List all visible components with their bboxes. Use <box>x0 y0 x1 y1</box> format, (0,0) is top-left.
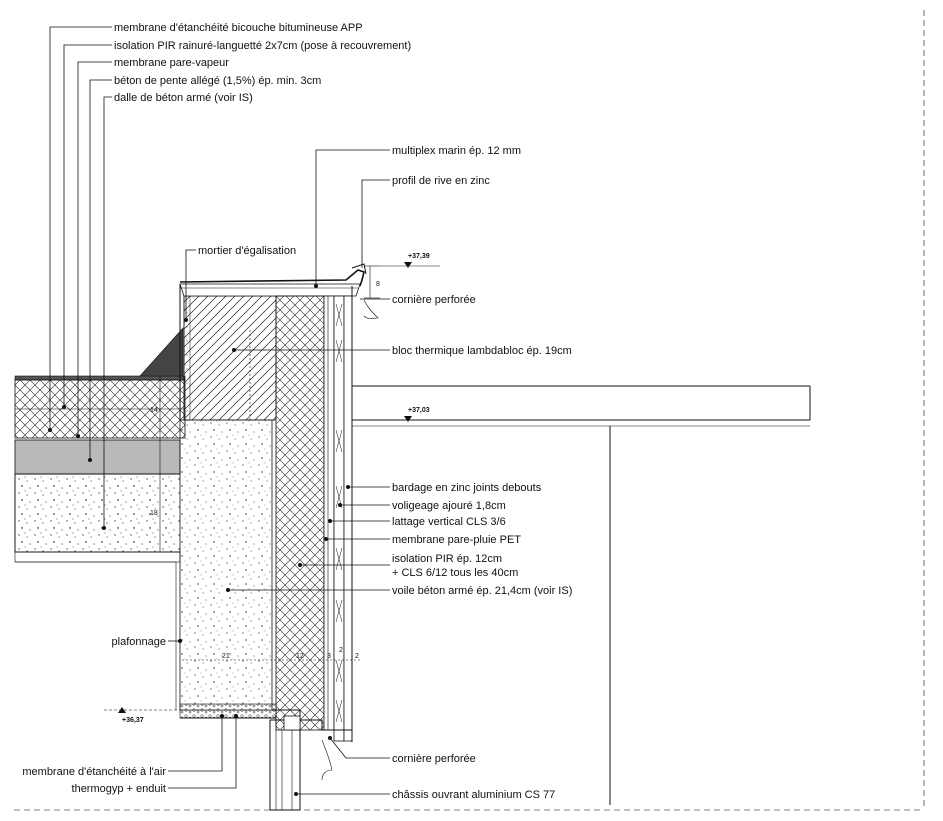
label-voile: voile béton armé ép. 21,4cm (voir IS) <box>392 585 572 597</box>
dim-21: 21 <box>222 653 230 660</box>
labels: membrane d'étanchéité bicouche bitumineu… <box>22 22 572 801</box>
leader-dots <box>48 284 350 796</box>
label-lattage: lattage vertical CLS 3/6 <box>392 516 506 528</box>
label-isolation-wall-1: isolation PIR ép. 12cm <box>392 553 502 565</box>
dim-2b: 2 <box>355 653 359 660</box>
label-bloc-thermique: bloc thermique lambdabloc ép. 19cm <box>392 345 572 357</box>
label-pare-vapeur: membrane pare-vapeur <box>114 57 229 69</box>
level-bottom: +36,37 <box>122 717 144 724</box>
wall-insulation <box>275 295 335 731</box>
level-bottom-icon <box>118 707 126 713</box>
dim-12: 12 <box>296 653 304 660</box>
label-multiplex: multiplex marin ép. 12 mm <box>392 145 521 157</box>
roof-membrane <box>14 375 186 381</box>
level-mid-icon <box>404 416 412 422</box>
label-voligeage: voligeage ajouré 1,8cm <box>392 500 506 512</box>
dimension-lines: 8 14 18 21 12 3 2 2 <box>150 265 380 661</box>
cladding <box>333 286 353 742</box>
label-mortier: mortier d'égalisation <box>198 245 296 257</box>
level-top-icon <box>404 262 412 268</box>
label-beton-pente: béton de pente allégé (1,5%) ép. min. 3c… <box>114 75 321 87</box>
leader-lines <box>49 26 390 795</box>
label-bardage: bardage en zinc joints debouts <box>392 482 542 494</box>
slope-screed <box>14 439 181 475</box>
label-chassis: châssis ouvrant aluminium CS 77 <box>392 789 555 801</box>
dim-2a: 2 <box>339 647 343 654</box>
dim-18: 18 <box>150 510 158 517</box>
label-corniere-bottom: cornière perforée <box>392 753 476 765</box>
label-membrane-air: membrane d'étanchéité à l'air <box>22 766 166 778</box>
label-isolation-pir-roof: isolation PIR rainuré-languetté 2x7cm (p… <box>114 40 411 52</box>
label-pare-pluie: membrane pare-pluie PET <box>392 534 521 546</box>
dim-8: 8 <box>376 281 380 288</box>
label-isolation-wall-2: + CLS 6/12 tous les 40cm <box>392 567 518 579</box>
dim-3: 3 <box>327 653 331 660</box>
drawing-frame <box>14 10 925 811</box>
dim-14: 14 <box>150 407 158 414</box>
window-bottom <box>179 703 353 811</box>
upstand-fillet <box>139 327 184 377</box>
label-corniere-top: cornière perforée <box>392 294 476 306</box>
label-plafonnage: plafonnage <box>112 636 166 648</box>
label-membrane-bicouche: membrane d'étanchéité bicouche bitumineu… <box>114 22 363 34</box>
level-mid: +37,03 <box>408 407 430 414</box>
zinc-edge-profile <box>179 263 379 319</box>
concrete-wall <box>14 419 273 711</box>
level-markers: +37,39 +37,03 +36,37 <box>104 253 440 724</box>
label-profil-rive: profil de rive en zinc <box>392 175 490 187</box>
label-thermogyp: thermogyp + enduit <box>72 783 166 795</box>
thermal-block <box>183 295 277 421</box>
level-top: +37,39 <box>408 253 430 260</box>
label-dalle: dalle de béton armé (voir IS) <box>114 92 253 104</box>
